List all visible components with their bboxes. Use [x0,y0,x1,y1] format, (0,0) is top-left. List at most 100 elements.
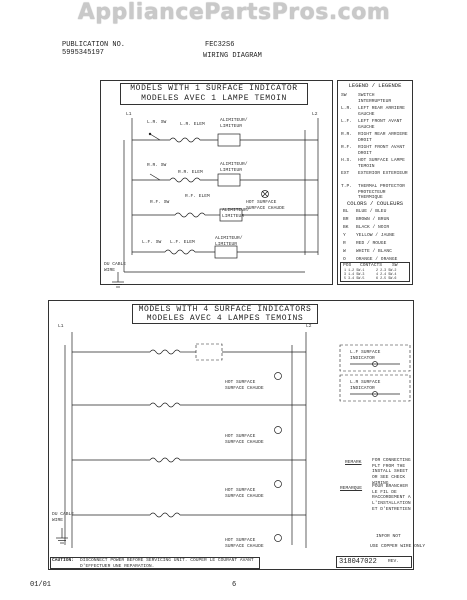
s2-circuit-4 [72,512,306,542]
rf-element-label: R.F. ELEM [185,194,210,199]
table-row: 4 2-4 SW-4 [376,273,397,277]
section2-title-box [132,304,318,324]
inset-title-lr: L.R SURFACE INDICATOR [350,380,381,391]
legend-desc-1: LEFT REAR ARRIERE GAUCHE [358,106,405,117]
section1-frame [100,80,333,285]
table-header-1: CONTACTS [360,263,383,268]
legend-title: LEGEND / LEGENDE [348,82,402,89]
section2-indicator-1: HOT SURFACE SURFACE CHAUDE [225,380,264,391]
legend-key-6: EXT [341,171,350,176]
color-name-1: BROWN / BRUN [356,217,390,222]
table-row: 3 1-4 SW-3 [344,273,365,277]
legend-desc-7: THERMAL PROTECTOR PROTECTEUR THERMIQUE [358,184,405,201]
section1-l2-label: L2 [312,112,318,117]
section2-indicator-2: HOT SURFACE SURFACE CHAUDE [225,434,264,445]
section1-title-fr: MODELES AVEC 1 LAMPE TEMOIN [141,94,287,103]
part-number-box [336,556,412,568]
section2-indicator-4: HOT SURFACE SURFACE CHAUDE [225,538,264,549]
color-key-0: BL [343,209,349,214]
legend-key-1: L.R. [341,106,353,111]
part-number: 318047022 [339,558,377,566]
legend-desc-5: HOT SURFACE LAMPE TEMOIN [358,158,405,169]
legend-key-5: H.S. [341,158,353,163]
inset-lr-frame [339,374,411,402]
color-name-5: WHITE / BLANC [356,249,392,254]
caution-box [50,557,260,569]
caution-text: DISCONNECT POWER BEFORE SERVICING UNIT. … [80,558,254,569]
section2-title-en: MODELS WITH 4 SURFACE INDICATORS [138,305,312,314]
s2-circuit-2 [72,402,306,434]
caution-label: CAUTION: [52,558,75,563]
remarque-label: REMARQUE [340,486,363,491]
color-name-2: BLACK / NOIR [356,225,390,230]
legend-key-2: L.F. [341,119,353,124]
legend-desc-6: EXTERIOR EXTERIEUR [358,171,408,176]
table-row: 2 2-3 SW-2 [376,269,397,273]
s1-ground-symbol [112,272,124,288]
inset-lf-frame [339,344,411,372]
section1-title-en: MODELS WITH 1 SURFACE INDICATOR [130,84,298,93]
s1-circuit-rr [132,173,318,187]
table-row: 6 2-5 SW-6 [376,277,397,281]
legend-key-3: R.R. [341,132,353,137]
footer-page: 6 [232,581,237,589]
lr-element-label: L.R. ELEM [180,122,205,127]
section1-ground-label: DU CABLE WIRE [104,262,127,273]
footer-date: 01/01 [30,581,52,589]
section1-indicator-label: HOT SURFACE SURFACE CHAUDE [246,200,285,211]
color-key-1: BR [343,217,349,222]
info-label: INFOR NOT [376,534,401,539]
table-header-2: SW [392,263,398,268]
table-row: 5 3-4 SW-5 [344,277,365,281]
table-row: 1 1-2 SW-1 [344,269,365,273]
remark-text: FOR CONNECTING PLT FROM THE INSTALL SHEE… [372,458,411,486]
section1-title-box [120,83,308,105]
legend-desc-3: RIGHT REAR ARRIERE DROIT [358,132,408,143]
rf-limiter-label: ALIMITEUR/ LIMITEUR [222,208,250,219]
color-name-6: ORANGE / ORANGE [356,257,398,262]
section2-frame [48,300,414,570]
watermark: AppliancePartsPros.com [77,0,391,25]
lf-element-label: L.F. ELEM [170,240,195,245]
colors-title: COLORS / COULEURS [346,200,404,207]
model-number: FEC32S6 [205,41,235,49]
color-name-4: RED / ROUGE [356,241,387,246]
lf-switch-label: L.F. SW [142,240,162,245]
legend-key-4: R.F. [341,145,353,150]
color-key-6: O [343,257,346,262]
rr-limiter-label: ALIMITEUR/ LIMITEUR [220,162,248,173]
color-key-5: W [343,249,346,254]
color-name-3: YELLOW / JAUNE [356,233,395,238]
s2-circuit-3 [72,457,306,488]
legend-desc-0: SWITCH INTERRUPTEUR [358,93,392,104]
info-text: USE COPPER WIRE ONLY [370,544,426,549]
section1-l1-label: L1 [126,112,132,117]
remark-label: REMARK [345,460,362,465]
publication-number: 5995345197 [62,49,105,57]
s2-circuit-1 [72,343,306,380]
legend-key-7: T.P. [341,184,353,189]
section2-indicator-3: HOT SURFACE SURFACE CHAUDE [225,488,264,499]
section2-l2-label: L2 [306,324,312,329]
section2-l1-label: L1 [58,324,64,329]
page-title: WIRING DIAGRAM [203,52,262,60]
legend-desc-4: RIGHT FRONT AVANT DROIT [358,145,405,156]
color-key-3: Y [343,233,346,238]
s2-ground-symbol [56,528,68,544]
publication-label: PUBLICATION NO. [62,41,126,49]
rr-switch-label: R.R. SW [147,163,167,168]
inset-title-lf: L.F SURFACE INDICATOR [350,350,381,361]
rf-switch-label: R.F. SW [150,200,170,205]
section2-ground-label: DU CABLE WIRE [52,512,75,523]
legend-frame [337,80,413,285]
color-key-4: R [343,241,346,246]
color-name-0: BLUE / BLEU [356,209,387,214]
lf-limiter-label: ALIMITEUR/ LIMITEUR [215,236,243,247]
color-key-2: BK [343,225,349,230]
table-header-0: POS [343,263,352,268]
rev-label: REV. [388,559,400,564]
remarque-text: POUR BRANCHER LE FIL DE RACCORDEMENT A L… [372,484,411,512]
rr-element-label: R.R. ELEM [178,170,203,175]
legend-key-0: SW [341,93,347,98]
